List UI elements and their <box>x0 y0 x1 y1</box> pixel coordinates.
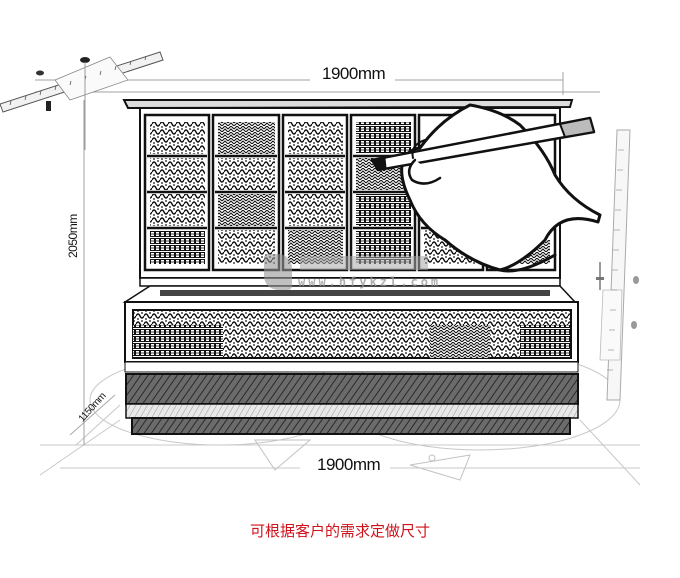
depth-guide <box>69 394 116 436</box>
watermark-url: www.hfykzl.com <box>298 275 442 289</box>
caliper-ruler-icon <box>0 51 164 150</box>
customization-caption: 可根据客户的需求定做尺寸 <box>249 522 430 540</box>
watermark-brand-bar <box>300 256 428 270</box>
hand-pencil-icon <box>370 103 602 273</box>
dimension-width-top: 1900mm <box>318 64 390 84</box>
dimension-height: 2050mm <box>66 210 80 262</box>
triangle-ruler-icon <box>254 439 471 481</box>
vertical-ruler-icon <box>596 129 639 401</box>
watermark-logo-icon <box>264 254 292 290</box>
dimension-width-bottom: 1900mm <box>313 455 385 475</box>
lower-cabinet <box>122 285 579 435</box>
